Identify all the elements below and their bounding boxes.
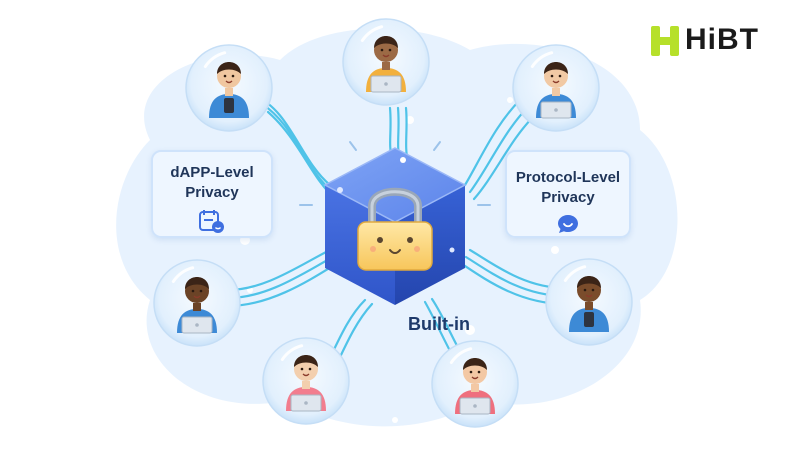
built-in-label: Built-in [408,314,470,334]
user-avatar-bubble [153,259,241,347]
card-title-line1: Protocol-Level [515,169,621,186]
user-avatar-bubble [431,340,519,428]
calendar-smile-icon [199,210,224,233]
phone-icon [584,312,594,327]
padlock-icon [357,187,433,271]
user-avatar-bubble [545,258,633,346]
protocol-level-privacy-card: Protocol-Level Privacy [505,150,631,238]
laptop-icon [540,101,572,119]
card-title-line2: Privacy [185,184,239,201]
laptop-icon [370,75,402,93]
card-title-line1: dAPP-Level [170,164,254,181]
card-title-line2: Privacy [541,189,595,206]
user-avatar-bubble [512,44,600,132]
brand-logo: HiBT [651,20,781,60]
phone-icon [224,98,234,113]
brand-name: HiBT [685,23,759,56]
user-avatar-bubble [342,18,430,106]
logo-mark-icon [651,26,679,56]
laptop-icon [290,394,322,412]
dapp-level-privacy-card: dAPP-Level Privacy [151,150,273,238]
laptop-icon [459,397,491,415]
chat-smile-icon [558,215,578,233]
laptop-icon [181,316,213,334]
user-avatar-bubble [262,337,350,425]
user-avatar-bubble [185,44,273,132]
user-bubbles [153,18,633,428]
sparkle-ticks [299,141,491,206]
